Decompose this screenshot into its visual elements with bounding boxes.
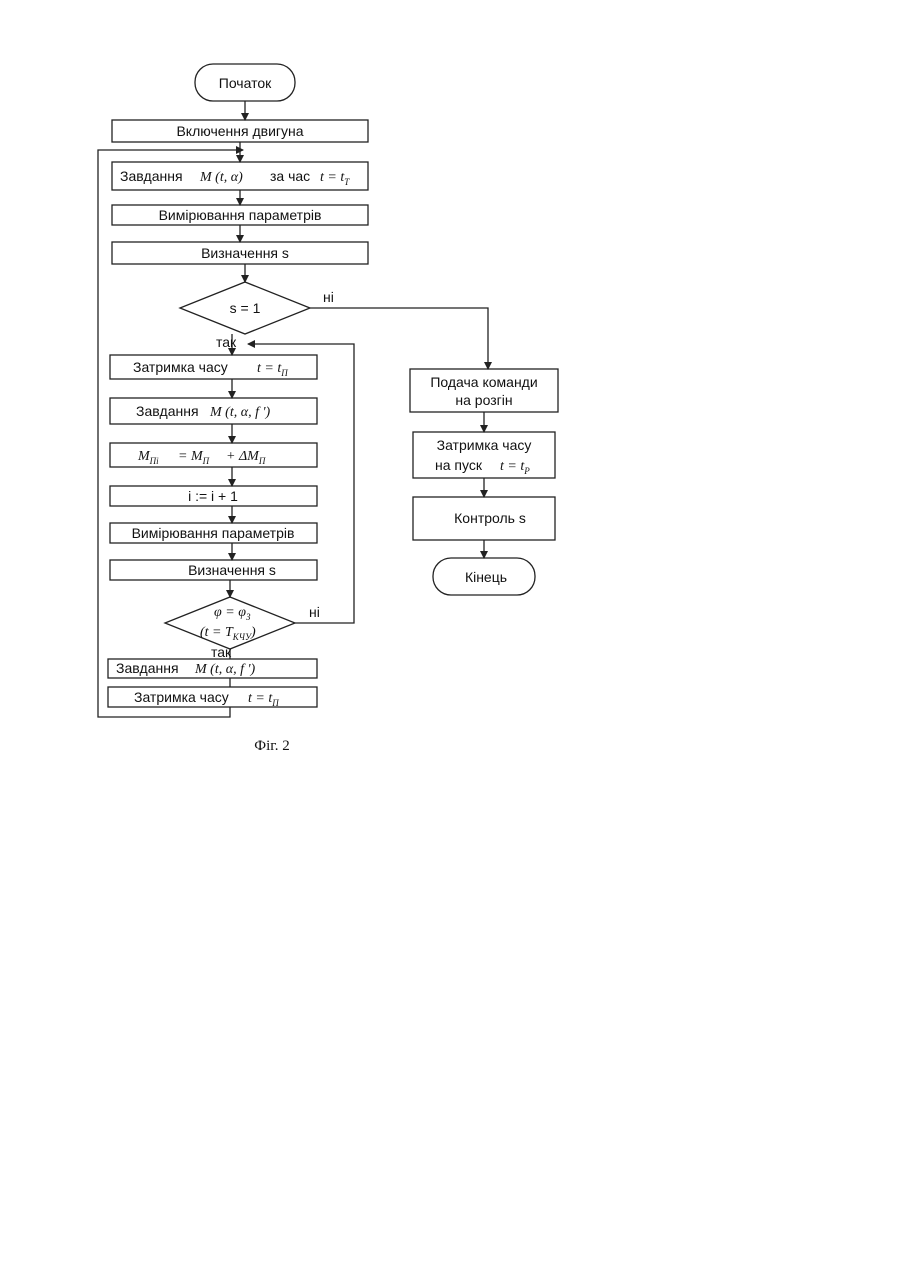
control-s-label: Контроль s	[454, 510, 526, 526]
engine-on-label: Включення двигуна	[176, 123, 303, 139]
edge-label-yes-2: так	[211, 644, 232, 660]
accel-command-line1: Подача команди	[430, 374, 537, 390]
decision-s-label: s = 1	[230, 300, 261, 316]
edge-decision-no	[310, 308, 488, 369]
measure-params-label-2: Вимірювання параметрів	[132, 525, 295, 541]
determine-s-label-1: Визначення s	[201, 245, 289, 261]
start-label: Початок	[219, 75, 272, 91]
figure-caption: Фіг. 2	[254, 738, 289, 754]
edge-phi-no-loop	[248, 344, 354, 623]
measure-params-label-1: Вимірювання параметрів	[159, 207, 322, 223]
increment-label: i := i + 1	[188, 488, 238, 504]
determine-s-label-2: Визначення s	[188, 562, 276, 578]
edge-label-yes-1: так	[216, 334, 237, 350]
decision-phi-line1: φ = φЗ	[214, 605, 251, 622]
edge-label-no-1: ні	[323, 289, 334, 305]
accel-command-line2: на розгін	[455, 392, 512, 408]
end-label: Кінець	[465, 569, 507, 585]
edge-label-no-2: ні	[309, 604, 320, 620]
start-delay-line1: Затримка часу	[437, 437, 532, 453]
